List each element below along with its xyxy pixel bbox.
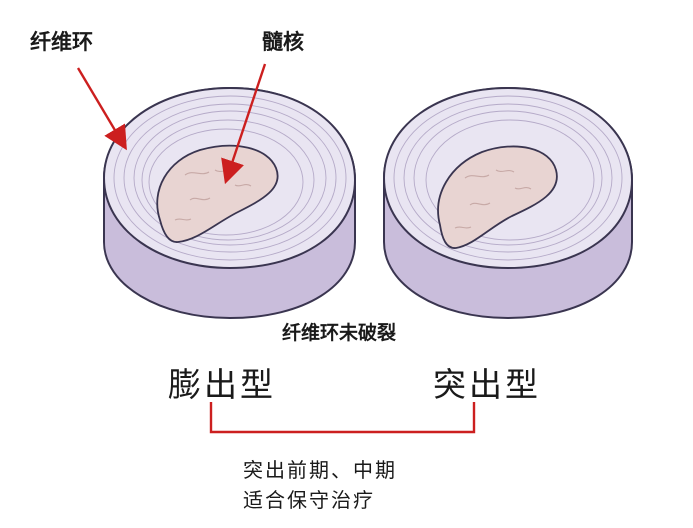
disc-left-nucleus <box>156 144 279 243</box>
bulge-type-label: 膨出型 <box>168 365 276 404</box>
protrusion-type-label: 突出型 <box>433 365 541 404</box>
disc-right-rings <box>393 95 623 261</box>
nucleus-arrow <box>221 63 267 185</box>
bracket <box>209 402 476 434</box>
disc-left <box>102 86 357 320</box>
annulus-label: 纤维环 <box>30 30 93 54</box>
disc-right-nucleus <box>437 145 558 249</box>
treatment-note-line2: 适合保守治疗 <box>243 488 375 512</box>
annulus-arrow <box>76 67 127 151</box>
nucleus-label: 髓核 <box>262 30 304 54</box>
disc-left-rings <box>113 95 347 261</box>
caption-label: 纤维环未破裂 <box>282 322 397 344</box>
disc-right <box>382 86 634 320</box>
disc-right-nucleus-texture <box>454 169 532 229</box>
treatment-note-line1: 突出前期、中期 <box>243 458 397 482</box>
